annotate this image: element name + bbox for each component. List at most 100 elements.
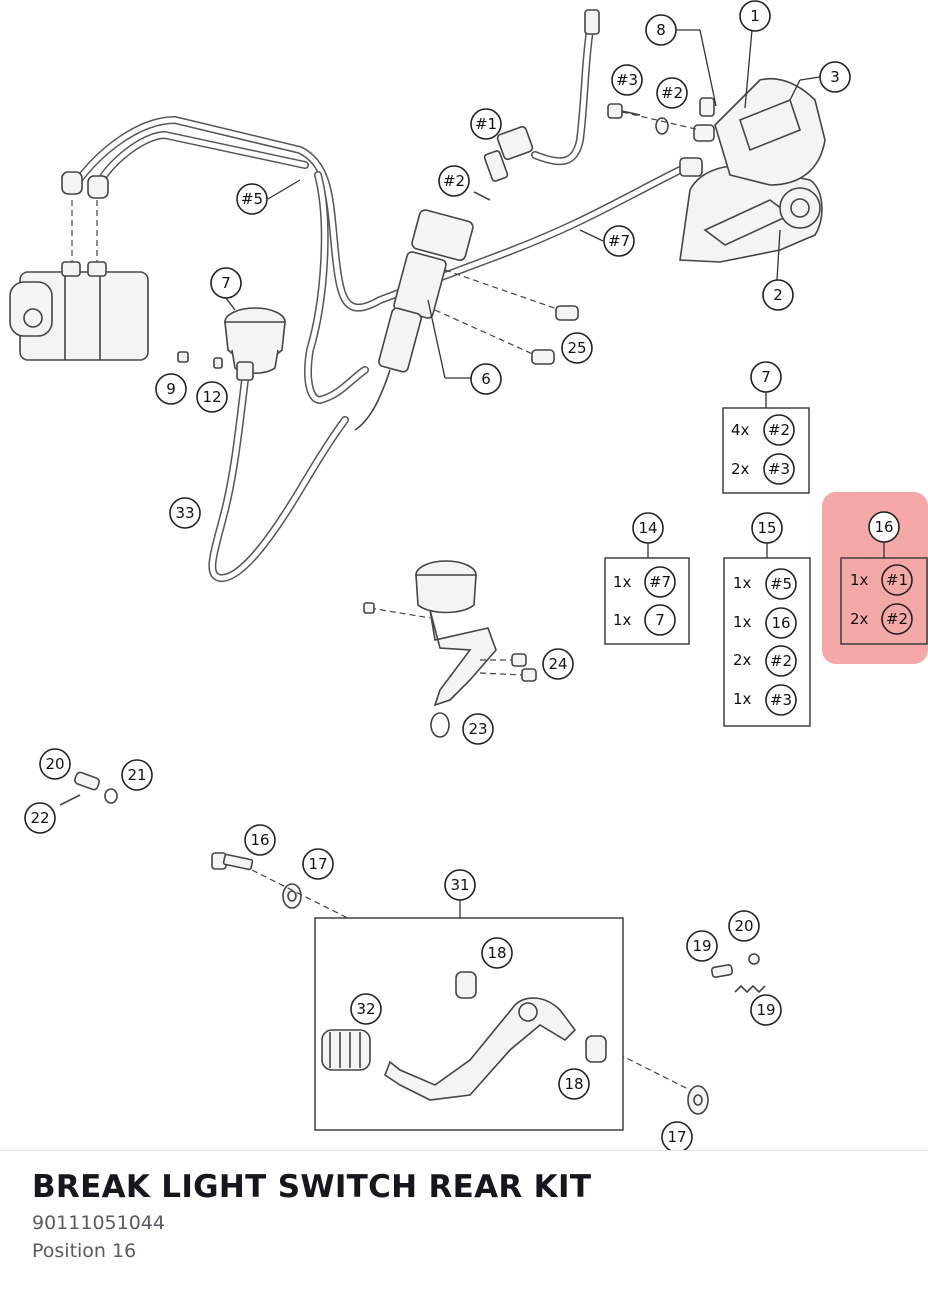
small-bolts-top bbox=[473, 9, 701, 201]
svg-text:#1: #1 bbox=[475, 115, 497, 133]
svg-text:16: 16 bbox=[874, 518, 893, 536]
callout-20: 19 bbox=[750, 994, 782, 1026]
svg-text:1x: 1x bbox=[733, 690, 752, 708]
svg-text:8: 8 bbox=[656, 21, 666, 39]
callout-18: 17 bbox=[302, 848, 334, 880]
svg-text:17: 17 bbox=[308, 855, 327, 873]
svg-text:1x: 1x bbox=[733, 613, 752, 631]
svg-text:15: 15 bbox=[757, 519, 776, 537]
callout-17: 16 bbox=[244, 824, 276, 856]
small-parts-23-25 bbox=[59, 771, 118, 806]
svg-text:3: 3 bbox=[830, 68, 840, 86]
callout-2: 2 bbox=[762, 279, 794, 311]
svg-text:1x: 1x bbox=[850, 571, 869, 589]
svg-text:#3: #3 bbox=[616, 71, 638, 89]
callout-1: 1 bbox=[739, 0, 771, 32]
svg-text:19: 19 bbox=[756, 1001, 775, 1019]
svg-text:#2: #2 bbox=[886, 610, 908, 628]
svg-text:21: 21 bbox=[127, 766, 146, 784]
svg-text:32: 32 bbox=[356, 1000, 375, 1018]
svg-text:18: 18 bbox=[487, 944, 506, 962]
svg-text:17: 17 bbox=[667, 1128, 686, 1146]
callout-22: 20 bbox=[728, 910, 760, 942]
callout-ref-1: #1 bbox=[470, 108, 502, 140]
abs-unit bbox=[9, 171, 149, 361]
svg-text:2x: 2x bbox=[733, 651, 752, 669]
callout-26: 23 bbox=[462, 713, 494, 745]
small-parts-20-22 bbox=[710, 953, 766, 994]
fluid-reservoir bbox=[177, 307, 286, 381]
svg-text:16: 16 bbox=[771, 614, 790, 632]
svg-text:1x: 1x bbox=[613, 573, 632, 591]
kit-14: 14 1x #7 1x 7 bbox=[604, 512, 690, 645]
svg-text:6: 6 bbox=[481, 370, 491, 388]
callout-31: 31 bbox=[444, 869, 476, 901]
callout-32: 32 bbox=[350, 993, 382, 1025]
callout-18: 17 bbox=[661, 1121, 693, 1150]
svg-text:16: 16 bbox=[250, 831, 269, 849]
svg-text:2x: 2x bbox=[731, 460, 750, 478]
svg-text:25: 25 bbox=[567, 339, 586, 357]
svg-text:7: 7 bbox=[761, 368, 771, 386]
callout-19: 18 bbox=[558, 1068, 590, 1100]
kit-16-label: 16 bbox=[868, 511, 900, 543]
callout-ref-5: #5 bbox=[236, 183, 268, 215]
kit-16[interactable]: 16 1x #1 2x #2 bbox=[840, 511, 928, 645]
callout-30: 25 bbox=[561, 332, 593, 364]
highlight-kit-16 bbox=[822, 492, 928, 664]
callout-12: 9 bbox=[155, 373, 187, 405]
svg-text:#2: #2 bbox=[661, 84, 683, 102]
callout-24: 21 bbox=[121, 759, 153, 791]
svg-text:31: 31 bbox=[450, 876, 469, 894]
svg-text:14: 14 bbox=[638, 519, 657, 537]
svg-text:#3: #3 bbox=[770, 691, 792, 709]
kit-7-label: 7 bbox=[750, 361, 782, 393]
master-cylinder bbox=[378, 209, 579, 373]
svg-text:#1: #1 bbox=[886, 571, 908, 589]
svg-text:22: 22 bbox=[30, 809, 49, 827]
callout-6: 6 bbox=[470, 363, 502, 395]
kit-7: 7 4x #2 2x #3 bbox=[722, 361, 810, 494]
kit-14-label: 14 bbox=[632, 512, 664, 544]
svg-text:7: 7 bbox=[221, 274, 231, 292]
parts-diagram: 1 2 3 6 25 8 7 9 12 33 24 23 20 21 22 16… bbox=[9, 0, 928, 1150]
svg-text:18: 18 bbox=[564, 1075, 583, 1093]
product-title: BREAK LIGHT SWITCH REAR KIT bbox=[32, 1169, 592, 1205]
svg-text:#3: #3 bbox=[768, 460, 790, 478]
svg-text:#2: #2 bbox=[770, 652, 792, 670]
callout-ref-7: #7 bbox=[603, 225, 635, 257]
callout-27: 24 bbox=[542, 648, 574, 680]
svg-text:2: 2 bbox=[773, 286, 783, 304]
callout-25: 22 bbox=[24, 802, 56, 834]
svg-text:20: 20 bbox=[734, 917, 753, 935]
svg-text:12: 12 bbox=[202, 388, 221, 406]
svg-text:#7: #7 bbox=[649, 573, 671, 591]
svg-text:1x: 1x bbox=[613, 611, 632, 629]
svg-text:19: 19 bbox=[692, 937, 711, 955]
svg-text:23: 23 bbox=[468, 720, 487, 738]
svg-text:#7: #7 bbox=[608, 232, 630, 250]
svg-text:2x: 2x bbox=[850, 610, 869, 628]
leader-lines bbox=[225, 29, 821, 379]
position-label: Position 16 bbox=[32, 1240, 137, 1262]
callout-3: 3 bbox=[819, 61, 851, 93]
svg-text:#5: #5 bbox=[770, 575, 792, 593]
svg-text:33: 33 bbox=[175, 504, 194, 522]
part-number: 90111051044 bbox=[32, 1212, 165, 1234]
brake-caliper bbox=[679, 77, 826, 263]
svg-text:4x: 4x bbox=[731, 421, 750, 439]
callout-21: 19 bbox=[686, 930, 718, 962]
callout-ref-2: #2 bbox=[438, 165, 470, 197]
svg-text:#2: #2 bbox=[768, 421, 790, 439]
callout-19: 18 bbox=[481, 937, 513, 969]
kit-15: 15 1x #5 1x 16 2x #2 1x #3 bbox=[723, 512, 811, 727]
svg-text:#5: #5 bbox=[241, 190, 263, 208]
callout-9: 8 bbox=[645, 14, 677, 46]
svg-text:1x: 1x bbox=[733, 574, 752, 592]
reservoir-bracket bbox=[363, 560, 537, 738]
product-info-footer: BREAK LIGHT SWITCH REAR KIT 90111051044 … bbox=[0, 1150, 928, 1291]
brake-hoses bbox=[71, 26, 684, 582]
svg-text:9: 9 bbox=[166, 380, 176, 398]
callout-23: 20 bbox=[39, 748, 71, 780]
kit-15-label: 15 bbox=[751, 512, 783, 544]
